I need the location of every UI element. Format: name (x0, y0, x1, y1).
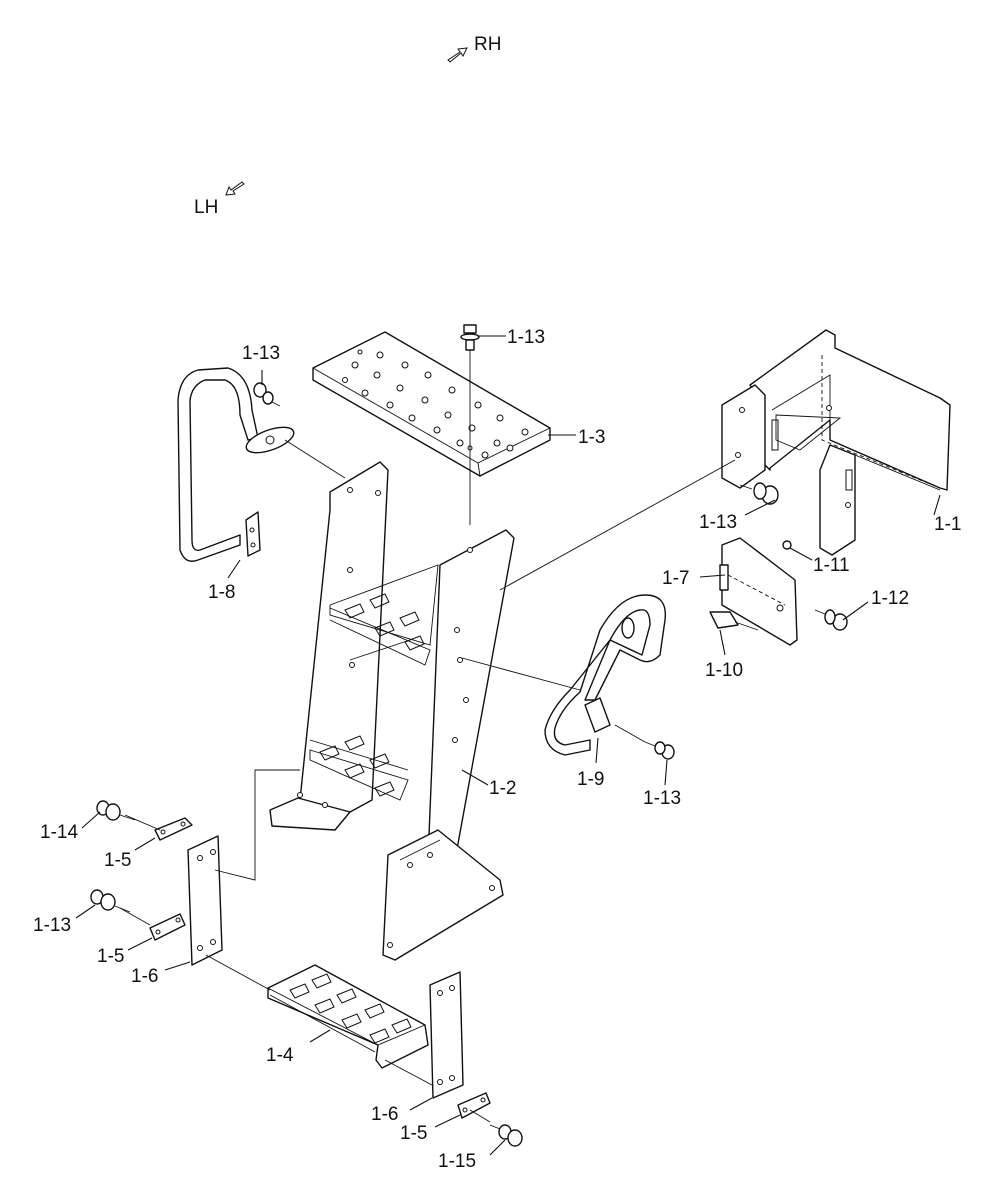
label-1-5-b: 1-5 (97, 946, 124, 967)
step-plate-holes (342, 349, 529, 459)
bolt-1-13-step (90, 889, 131, 913)
bolt-1-12 (814, 609, 848, 631)
label-1-1: 1-1 (934, 514, 961, 535)
label-1-6-a: 1-6 (131, 966, 158, 987)
bolt-1-15 (489, 1124, 523, 1147)
bolt-1-14 (96, 800, 136, 821)
label-leaders (75, 335, 941, 1156)
label-1-11: 1-11 (813, 555, 850, 576)
label-1-3: 1-3 (578, 427, 605, 448)
part-1-7-cover-plate (719, 537, 798, 646)
rh-direction-label: RH (474, 34, 501, 55)
step-tread-slots (289, 973, 412, 1044)
part-1-5-plate-a (154, 817, 193, 841)
label-1-12: 1-12 (871, 588, 909, 609)
bolt-1-13-bracket (739, 482, 779, 505)
part-1-10-latch (709, 611, 759, 631)
part-1-5-plate-c (457, 1092, 491, 1119)
assembly-lines (119, 439, 736, 1123)
label-1-14: 1-14 (40, 822, 78, 843)
part-1-5-plate-b (149, 913, 186, 941)
label-1-7: 1-7 (662, 568, 689, 589)
part-1-3-step-plate (312, 331, 551, 477)
label-1-13-top: 1-13 (507, 327, 545, 348)
label-1-13-left: 1-13 (242, 343, 280, 364)
part-1-4-step (267, 964, 429, 1069)
part-1-6-bracket-a (187, 835, 223, 966)
rh-direction-arrow-icon (447, 47, 468, 63)
part-1-2-ladder-frame (269, 461, 515, 961)
label-1-5-a: 1-5 (104, 850, 131, 871)
label-1-13-step: 1-13 (33, 915, 71, 936)
label-1-9: 1-9 (577, 769, 604, 790)
label-1-5-c: 1-5 (400, 1123, 427, 1144)
label-1-8: 1-8 (208, 582, 235, 603)
label-1-13-bracket: 1-13 (699, 512, 737, 533)
lh-direction-arrow-icon (225, 181, 245, 196)
label-1-15: 1-15 (438, 1151, 476, 1172)
bolt-1-13-left-handrail (253, 382, 281, 407)
ladder-tread-slots (319, 593, 425, 797)
label-1-10: 1-10 (705, 660, 743, 681)
bolt-1-13-right-handrail (644, 741, 675, 760)
bolt-1-11 (782, 540, 792, 550)
lh-direction-label: LH (194, 197, 218, 218)
label-1-13-right: 1-13 (643, 788, 681, 809)
label-1-4: 1-4 (266, 1045, 294, 1066)
part-1-1-bracket-box (721, 329, 951, 556)
part-1-6-bracket-b (429, 971, 464, 1099)
bolt-1-13-top (460, 324, 480, 525)
part-1-9-handrail (544, 594, 667, 756)
part-1-8-handrail (177, 367, 295, 562)
label-1-6-b: 1-6 (371, 1104, 398, 1125)
label-1-2: 1-2 (489, 778, 516, 799)
